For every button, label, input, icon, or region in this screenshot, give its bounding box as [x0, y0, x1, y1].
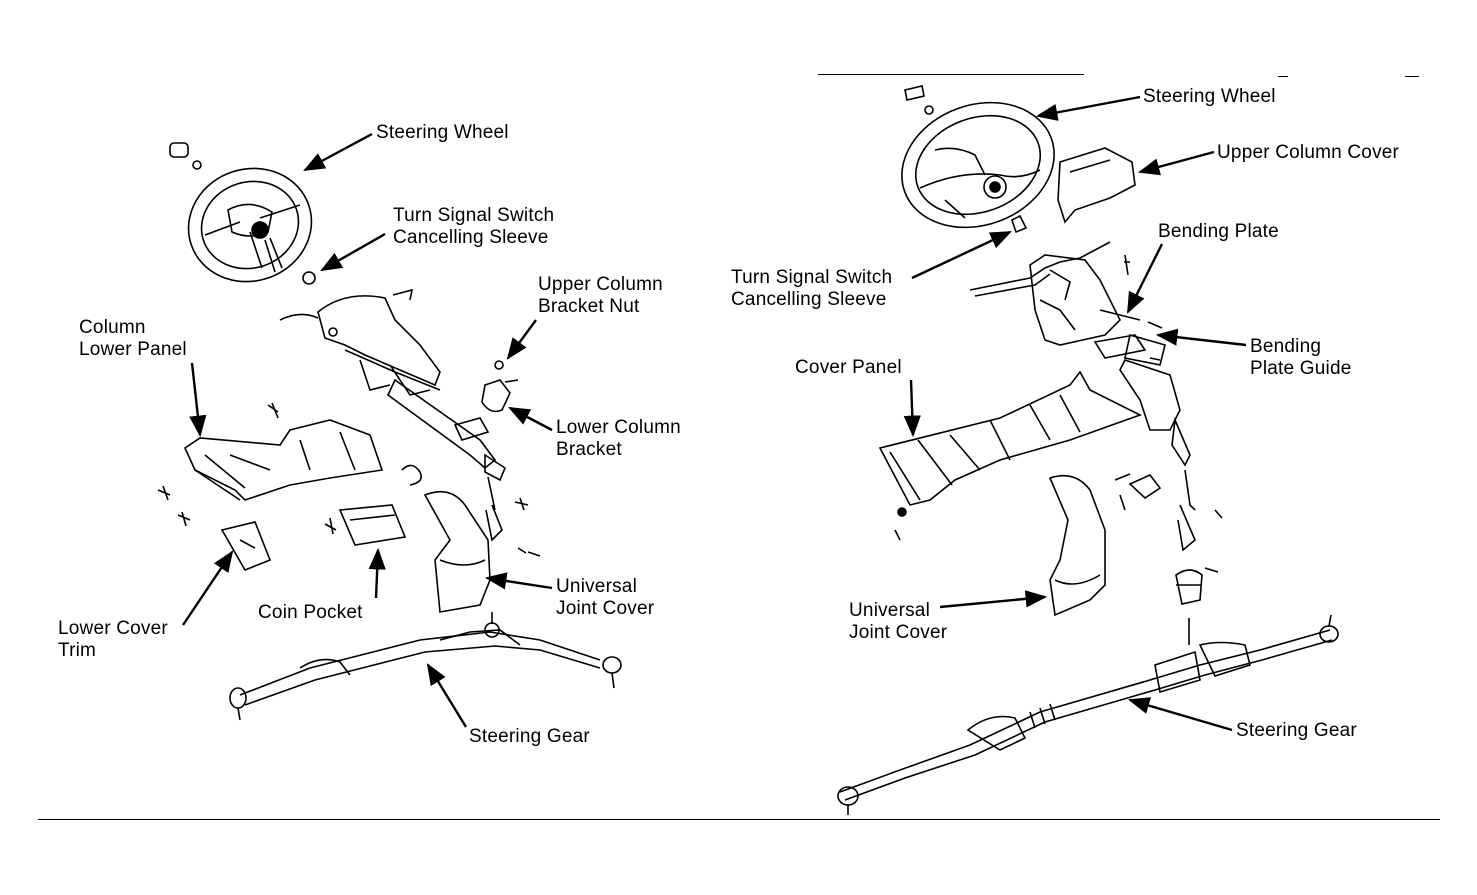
label-steering-wheel-right: Steering Wheel — [1143, 86, 1276, 107]
label-upper-column-bracket-nut-2: Bracket Nut — [538, 296, 640, 317]
bending-plate-guide-part — [1093, 321, 1163, 361]
column-boot-part — [1175, 569, 1203, 645]
top-tick-b — [1405, 76, 1419, 77]
left-steering-assembly — [157, 142, 622, 721]
label-lower-column-bracket-2: Bracket — [556, 439, 622, 460]
universal-joint-cover-part — [1048, 474, 1106, 617]
right-steering-assembly — [837, 85, 1339, 815]
label-coin-pocket: Coin Pocket — [258, 602, 363, 623]
steering-wheel-part — [187, 167, 313, 283]
label-bending-plate-guide-2: Plate Guide — [1250, 358, 1352, 379]
label-steering-gear-left: Steering Gear — [469, 726, 590, 747]
column-lower-panel-part — [183, 419, 384, 501]
steering-gear-part — [229, 612, 622, 721]
column-assembly-part — [969, 241, 1196, 552]
column-assembly-part — [279, 288, 506, 542]
bolts-part — [894, 494, 1223, 573]
cancel-sleeve-part — [1011, 214, 1028, 234]
label-lower-cover-trim-1: Lower Cover — [58, 618, 168, 639]
label-turn-signal-switch-right-1: Turn Signal Switch — [731, 267, 893, 288]
cover-panel-part — [878, 370, 1143, 506]
horn-emblem-part — [169, 142, 189, 158]
label-steering-wheel-left: Steering Wheel — [376, 122, 509, 143]
coin-pocket-part — [338, 504, 407, 546]
label-universal-joint-cover-left-2: Joint Cover — [556, 598, 655, 619]
clip-part — [401, 464, 423, 486]
label-steering-gear-right: Steering Gear — [1236, 720, 1357, 741]
bolts-part — [157, 402, 541, 557]
label-bending-plate: Bending Plate — [1158, 221, 1279, 242]
lower-column-bracket-part — [481, 379, 519, 413]
label-turn-signal-switch-left-1: Turn Signal Switch — [393, 205, 555, 226]
label-lower-cover-trim-2: Trim — [58, 640, 97, 661]
label-turn-signal-switch-right-2: Cancelling Sleeve — [731, 289, 887, 310]
label-column-lower-panel-1: Column — [79, 317, 146, 338]
cancel-sleeve-part — [302, 271, 316, 285]
left-leader-arrows — [182, 132, 553, 728]
horn-emblem-part — [904, 85, 925, 101]
universal-joint-cover-part — [423, 490, 491, 613]
label-universal-joint-cover-right-2: Joint Cover — [849, 622, 948, 643]
top-tick-a — [1278, 76, 1288, 77]
label-upper-column-bracket-nut-1: Upper Column — [538, 274, 663, 295]
bracket-nut-part — [494, 360, 504, 370]
label-universal-joint-cover-left-1: Universal — [556, 576, 637, 597]
label-cover-panel: Cover Panel — [795, 357, 902, 378]
label-turn-signal-switch-left-2: Cancelling Sleeve — [393, 227, 549, 248]
bottom-rule — [38, 819, 1440, 820]
label-bending-plate-guide-1: Bending — [1250, 336, 1322, 357]
label-upper-column-cover: Upper Column Cover — [1217, 142, 1400, 163]
lower-cover-trim-part — [220, 521, 272, 572]
upper-column-cover-part — [1057, 147, 1136, 224]
top-rule-right — [818, 74, 1084, 75]
steering-gear-part — [837, 614, 1339, 815]
bending-plate-part — [1124, 254, 1130, 276]
steering-wheel-part — [901, 101, 1055, 229]
label-universal-joint-cover-right-1: Universal — [849, 600, 930, 621]
lower-column-bracket-part — [1114, 473, 1162, 500]
label-lower-column-bracket-1: Lower Column — [556, 417, 681, 438]
right-leader-arrows — [903, 95, 1247, 732]
label-column-lower-panel-2: Lower Panel — [79, 339, 187, 360]
